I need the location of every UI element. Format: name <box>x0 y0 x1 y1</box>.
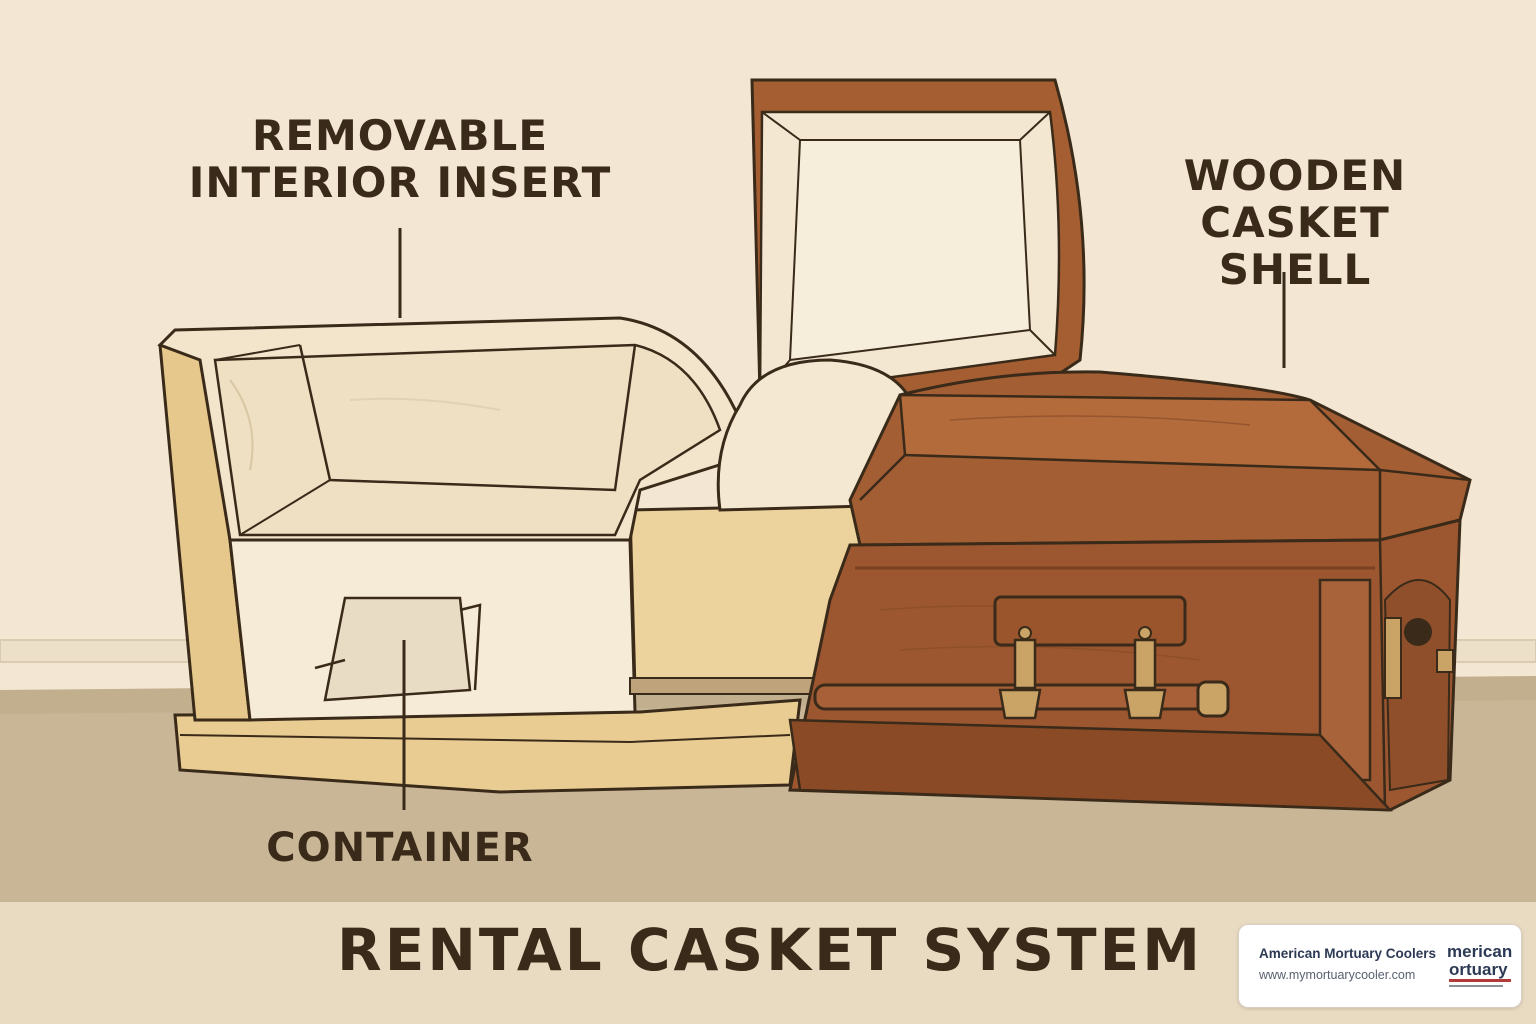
logo-card[interactable]: American Mortuary Coolers www.mymortuary… <box>1238 924 1522 1008</box>
page-title: RENTAL CASKET SYSTEM <box>337 916 1203 984</box>
logo-mark-icon: merican ortuary <box>1447 942 1512 987</box>
handle-bar-icon <box>813 626 1230 720</box>
container-tray <box>323 596 472 702</box>
label-wooden-shell: WOODEN CASKET SHELL <box>1183 151 1407 295</box>
handle-mount <box>993 595 1187 647</box>
logo-company-name: American Mortuary Coolers <box>1259 946 1437 961</box>
insert-cavity <box>213 343 722 537</box>
label-container: CONTAINER <box>266 825 534 871</box>
label-removable-insert: REMOVABLE INTERIOR INSERT <box>188 111 612 208</box>
end-handle <box>1384 617 1454 699</box>
logo-mark-word-1: merican <box>1447 942 1512 961</box>
logo-url[interactable]: www.mymortuarycooler.com <box>1259 968 1416 982</box>
logo-mark-word-2: ortuary <box>1449 960 1508 979</box>
shell-base <box>788 718 1393 812</box>
